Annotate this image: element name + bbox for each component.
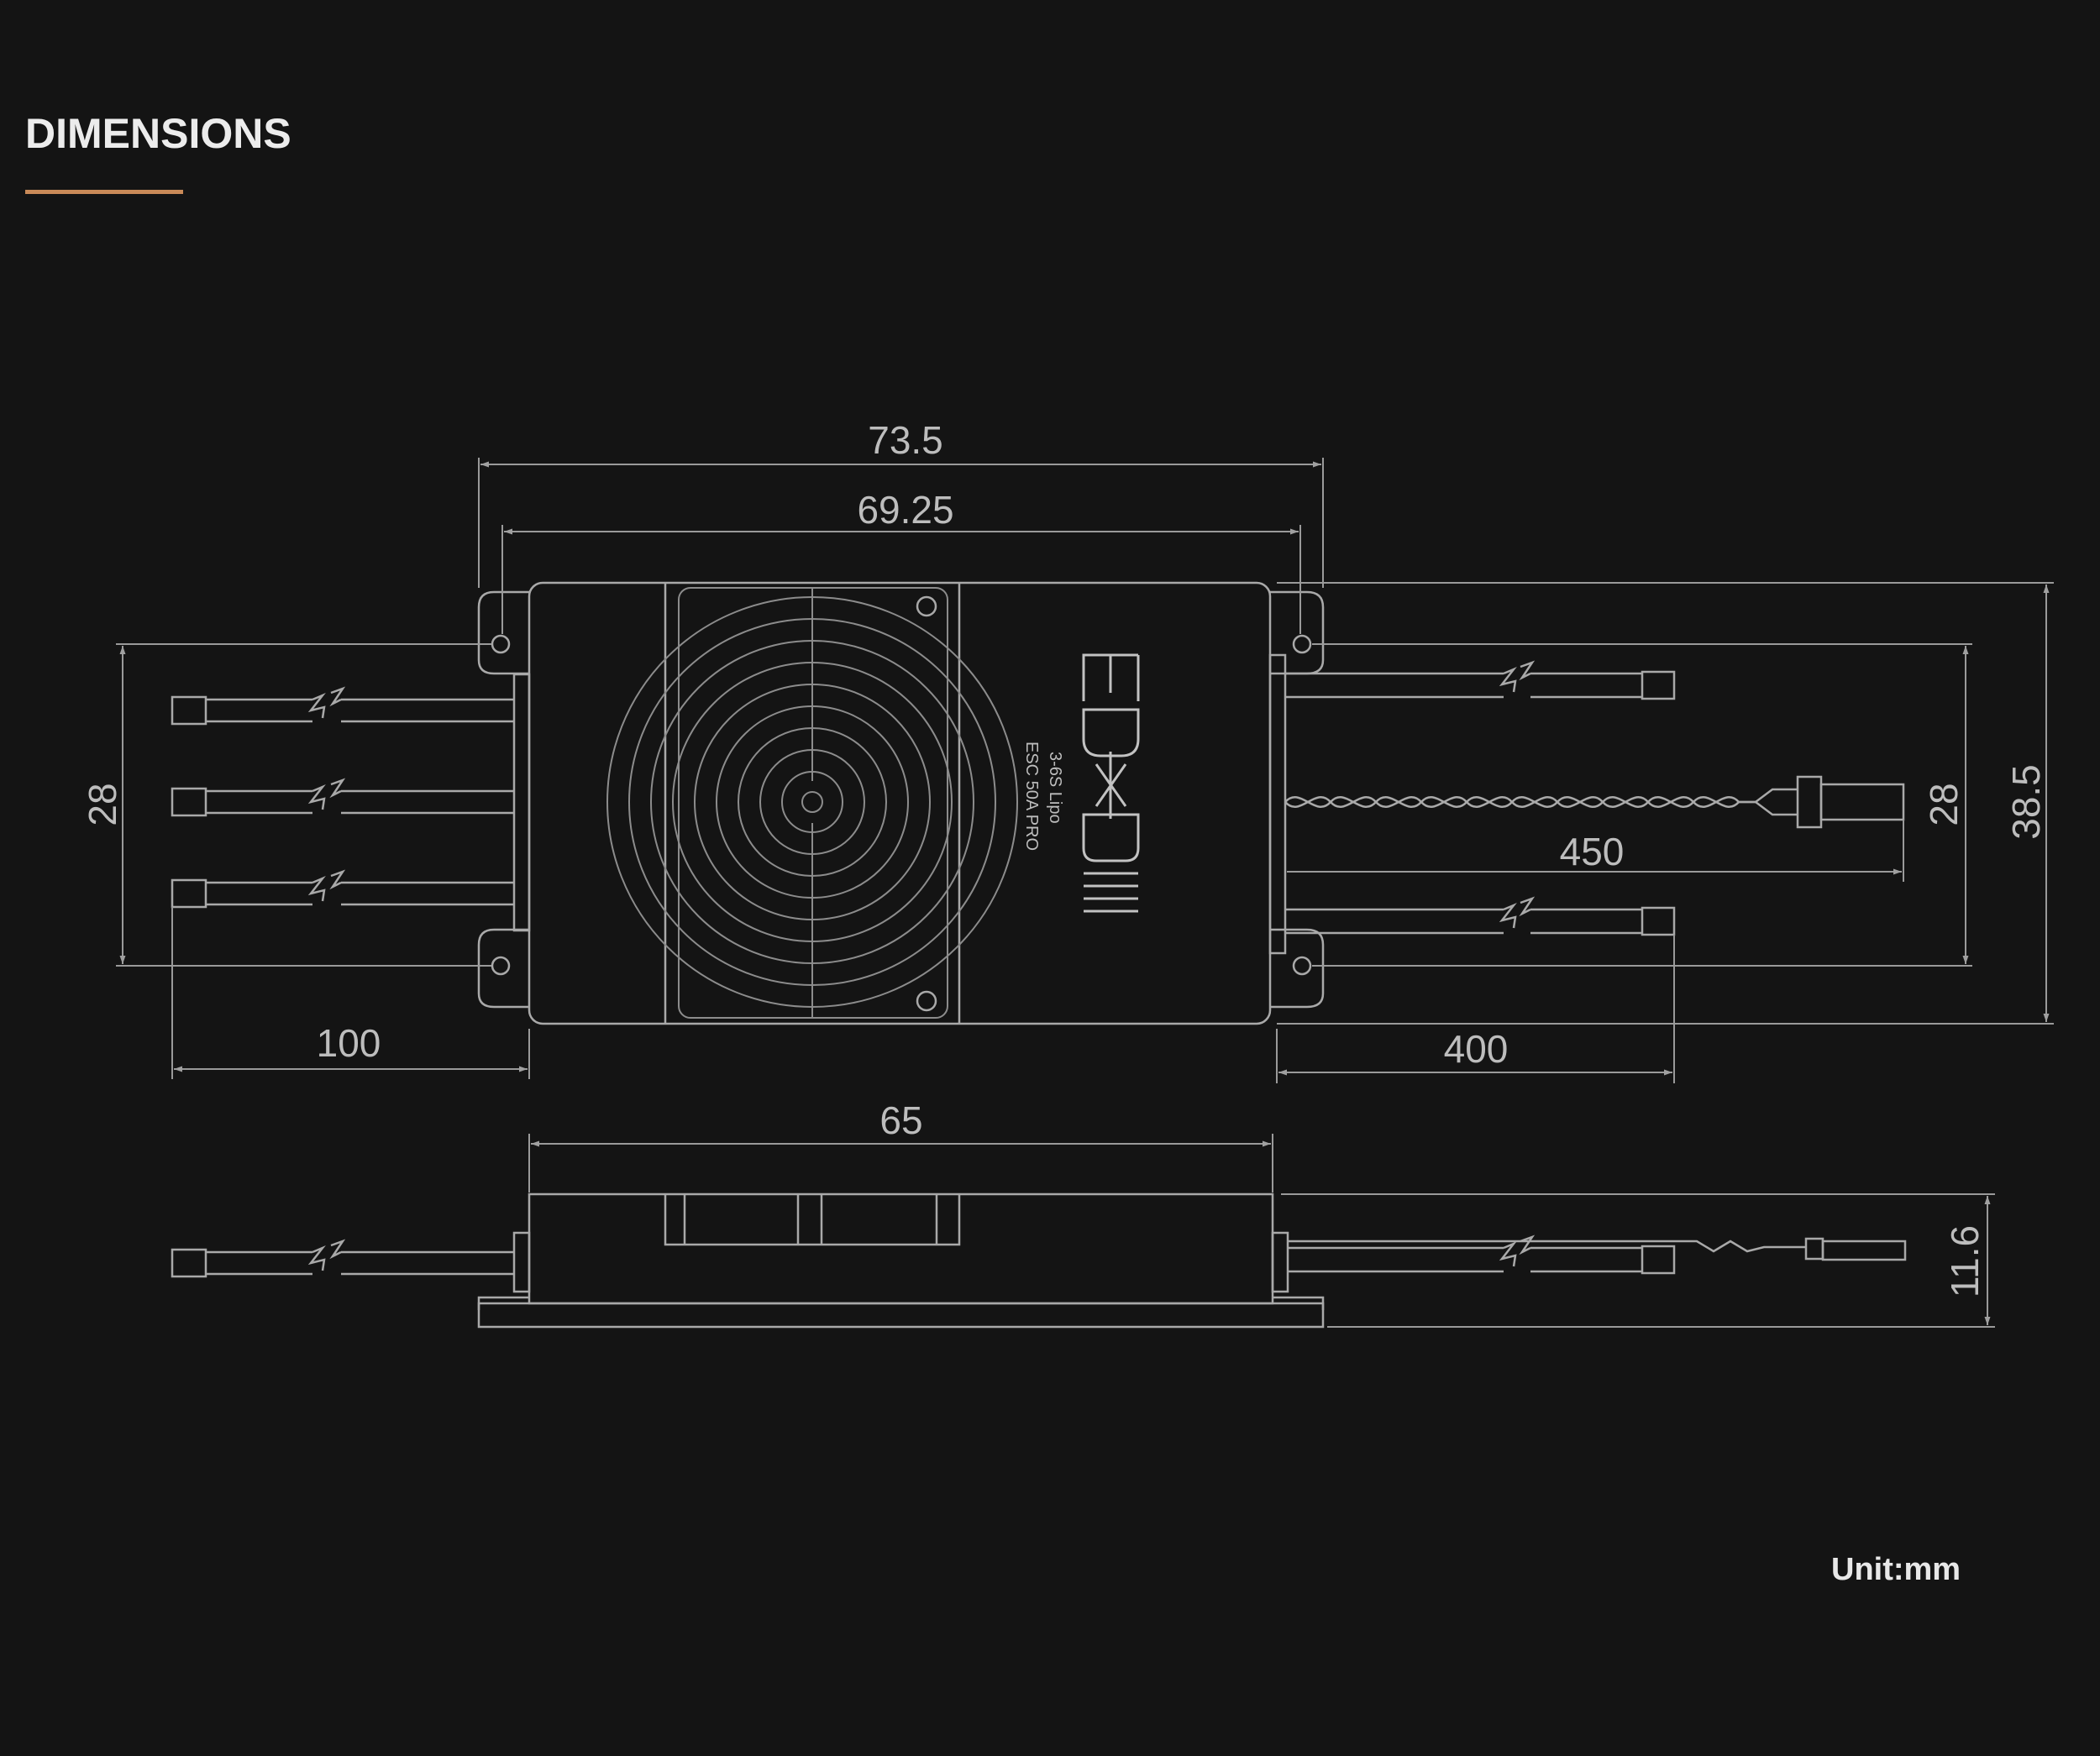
left-wire-block [512,673,531,932]
side-fan-recess [664,1194,961,1246]
mount-tab-bottom-left [477,928,529,1009]
power-wire-positive [1285,660,1676,700]
title-underline [25,190,183,194]
power-wire-negative [1285,896,1676,936]
right-wire-block [1268,653,1287,955]
side-motor-wire [171,1239,514,1278]
mount-hole-bottom-left [491,956,511,976]
fan-grille [606,587,1018,1019]
dim-label-width-right: 28 [1922,783,1966,826]
dim-label-height: 11.6 [1943,1225,1987,1297]
mount-hole-bottom-right [1292,956,1312,976]
side-left-wire-block [512,1231,531,1293]
dim-label-overall-width: 38.5 [2004,764,2048,840]
dim-label-overall-length: 73.5 [868,418,943,462]
side-signal-wire [1288,1237,1907,1261]
top-view: 3-6S Lipo ESC 50A PRO [171,581,1905,1025]
dim-label-motor-wire-length: 100 [317,1021,381,1065]
side-base-plate [477,1302,1325,1329]
fan-screw-top [916,595,937,617]
motor-wire-2 [171,778,514,817]
dim-label-power-wire-length: 400 [1444,1027,1509,1071]
dim-power-wire-length: 400 [1276,935,1675,1083]
dim-motor-wire-length: 100 [171,907,530,1079]
dim-label-hole-spacing: 69.25 [857,488,953,532]
mount-tab-bottom-right [1270,928,1325,1009]
esc-body [528,581,1272,1025]
dim-hole-spacing: 69.25 [501,488,1301,634]
dim-overall-length: 73.5 [478,418,1324,588]
dim-label-body-length: 65 [879,1098,922,1142]
mount-hole-top-left [491,634,511,654]
dim-width-left: 28 [81,643,491,967]
motor-wire-1 [171,686,514,726]
side-body [528,1193,1274,1305]
mount-hole-top-right [1292,634,1312,654]
side-right-wire-block [1271,1231,1289,1293]
page-title: DIMENSIONS [25,110,291,157]
dim-signal-wire-length: 450 [1287,820,1904,882]
label-line-2: ESC 50A PRO [1022,742,1041,851]
side-power-wire [1288,1234,1676,1275]
signal-cable [1284,775,1905,829]
dim-overall-width: 38.5 [1277,582,2054,1025]
label-line-1: 3-6S Lipo [1046,752,1064,824]
fan-screw-bottom [916,990,937,1012]
motor-wire-3 [171,869,514,909]
product-label: 3-6S Lipo ESC 50A PRO [1022,653,1140,913]
dim-label-width-left: 28 [81,783,124,826]
dim-label-signal-wire-length: 450 [1560,830,1625,873]
mount-tab-top-right [1270,590,1325,675]
dim-body-length: 65 [528,1098,1273,1193]
brand-logo [1082,653,1140,913]
dim-width-right: 28 [1312,643,1972,967]
dim-height: 11.6 [1281,1193,1995,1328]
mount-tab-top-left [477,590,529,675]
unit-label: Unit:mm [1831,1552,1961,1587]
side-view [171,1193,1907,1329]
